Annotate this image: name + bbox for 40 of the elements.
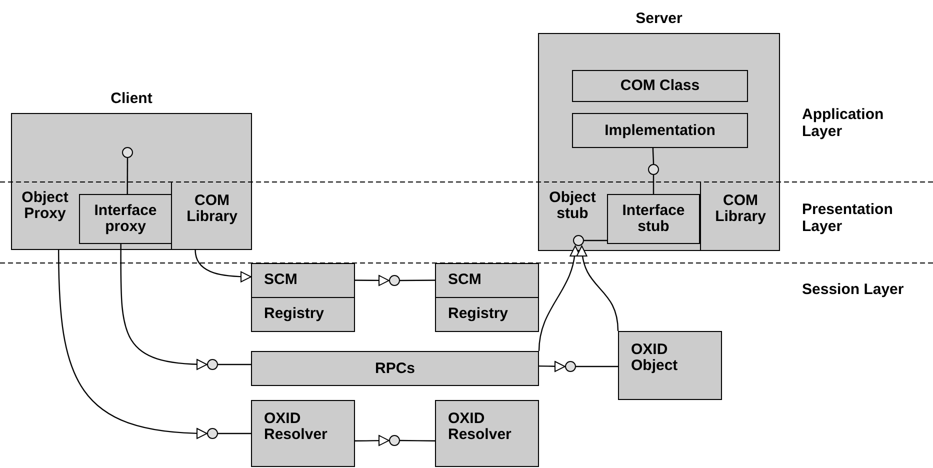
connector-line [584, 240, 607, 242]
component-box: Interface stub [607, 194, 700, 244]
connector-line [126, 158, 128, 194]
component-label: Object stub [548, 190, 597, 222]
connector-line [400, 440, 435, 442]
component-box [435, 263, 539, 332]
component-label: Object Proxy [20, 190, 70, 222]
box-title: Server [634, 9, 684, 29]
layer-label: Application Layer [802, 106, 885, 140]
connector-line [576, 366, 618, 368]
compartment-label: SCM [252, 264, 354, 298]
library-region: COM Library [171, 182, 252, 250]
component-box: OXID Object [618, 331, 722, 400]
layer-label: Presentation Layer [802, 201, 894, 235]
connector-line [652, 148, 654, 164]
connector-arrow [538, 246, 580, 352]
connector-line [652, 175, 654, 194]
compartment-label: Registry [263, 304, 326, 324]
library-region: COM Library [700, 182, 780, 251]
component-box: COM Class [572, 70, 748, 102]
compartment-label: SCM [436, 264, 538, 298]
component-box [251, 263, 355, 332]
connector-line [218, 364, 251, 366]
connector-arrow [194, 250, 252, 282]
compartment-label: Registry [447, 304, 510, 324]
component-box: OXID Resolver [251, 400, 355, 467]
connector-line [218, 432, 251, 434]
connector-line [400, 280, 435, 282]
component-box: OXID Resolver [435, 400, 539, 467]
connector-arrow [577, 246, 619, 332]
connector-arrow [355, 274, 390, 286]
connector-arrow [539, 360, 566, 372]
box-title: Client [110, 89, 154, 109]
connector-arrow [120, 244, 208, 370]
connector-arrow [355, 435, 390, 446]
layer-label: Session Layer [802, 281, 905, 298]
component-box: Implementation [572, 113, 748, 148]
component-box: RPCs [251, 351, 539, 386]
connector-arrow [58, 250, 208, 439]
component-box: Interface proxy [79, 194, 172, 244]
